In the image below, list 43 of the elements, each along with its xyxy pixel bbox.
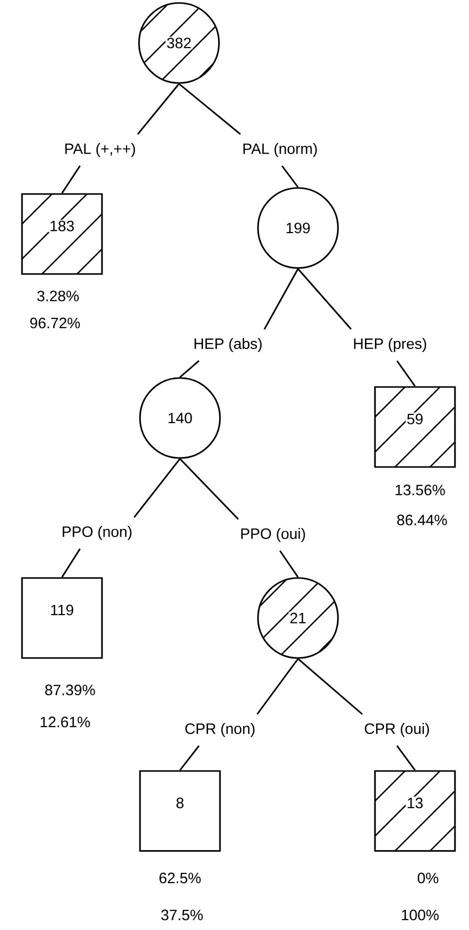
square-node: 8 [139, 770, 221, 852]
circle-node: 21 [257, 577, 339, 659]
percentage-label: 3.28% [37, 290, 79, 302]
percentage-label: 37.5% [161, 910, 203, 920]
percentage-label: 0% [418, 872, 438, 884]
square-node: 13 [374, 770, 456, 852]
branch-label: HEP (abs) [194, 338, 262, 352]
branch-label: CPR (non) [185, 723, 254, 737]
percentage-label: 100% [402, 910, 439, 920]
branch-line [396, 360, 416, 387]
branch-line [279, 550, 299, 578]
circle-node: 382 [138, 2, 220, 84]
branch-label: HEP (pres) [354, 338, 426, 352]
branch-line [61, 548, 81, 578]
branch-label: PPO (non) [62, 526, 132, 540]
branch-line [179, 360, 200, 378]
branch-line [137, 83, 180, 135]
branch-line [281, 165, 299, 188]
square-node: 119 [21, 577, 103, 659]
branch-label: PAL (norm) [243, 143, 317, 157]
square-node: 59 [374, 386, 456, 468]
branch-line [256, 658, 299, 715]
percentage-label: 62.5% [160, 872, 201, 884]
percentage-label: 86.44% [397, 514, 447, 526]
branch-label: PAL (+,++) [65, 143, 135, 157]
percentage-label: 13.56% [396, 484, 445, 496]
percentage-label: 12.61% [40, 716, 90, 728]
branch-label: PPO (oui) [241, 528, 305, 542]
branch-label: CPR (oui) [364, 723, 429, 737]
branch-line [179, 745, 200, 771]
branch-line [297, 658, 363, 715]
branch-line [179, 458, 239, 520]
square-node: 183 [21, 193, 103, 275]
branch-line [134, 458, 181, 518]
branch-line [297, 268, 352, 330]
percentage-label: 87.39% [45, 684, 95, 696]
branch-line [61, 165, 81, 194]
percentage-label: 96.72% [30, 318, 80, 328]
branch-line [396, 745, 416, 771]
branch-line [264, 268, 299, 330]
circle-node: 140 [139, 377, 221, 459]
branch-line [178, 83, 241, 135]
circle-node: 199 [257, 187, 339, 269]
